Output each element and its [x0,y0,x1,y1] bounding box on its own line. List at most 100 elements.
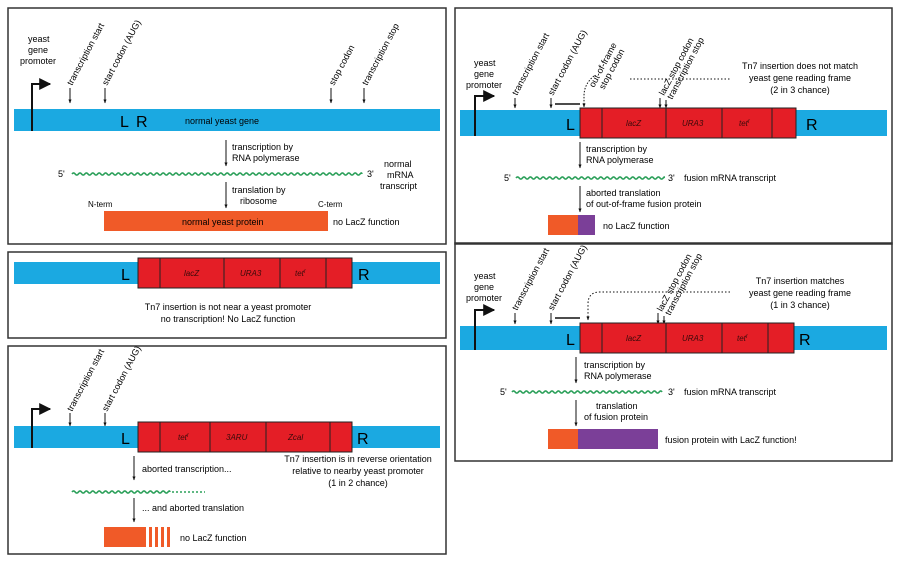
panel-border [7,251,447,339]
mrna-wave [511,390,663,394]
mrna-label-line1: normal [384,159,412,169]
note-line1: Tn7 insertion matches [756,276,845,286]
start-codon-label: start codon (AUG) [546,243,589,312]
lacz-fusion-part [578,429,658,449]
transcription-by-line2: RNA polymerase [586,155,654,165]
transcription-by-line2: RNA polymerase [232,153,300,163]
lacz-label: lacZ [626,334,642,343]
panel-border [7,7,447,245]
translation-line1: translation [596,401,638,411]
note-line2: yeast gene reading frame [749,73,851,83]
note-line2: yeast gene reading frame [749,288,851,298]
transcription-start-label: transcription start [510,31,551,97]
protein-label: normal yeast protein [182,217,264,227]
promoter-label-line3: promoter [20,56,56,66]
r-end-label: R [806,117,818,134]
promoter-label-line3: promoter [466,80,502,90]
promoter-label-line2: gene [474,282,494,292]
tet-segment [721,107,773,139]
r-end-label: R [136,114,148,131]
ura3-label: URA3 [682,119,704,128]
note-line3: (2 in 3 chance) [770,85,830,95]
note-line1: Tn7 insertion does not match [742,61,858,71]
promoter-label-line2: gene [28,45,48,55]
panel-out-of-frame: yeast gene promoter transcription start … [454,7,893,245]
translation-line1: aborted translation [586,188,661,198]
panel-border [454,7,893,245]
translation-by-line2: ribosome [240,196,277,206]
stop-codon-label: stop codon [327,43,357,87]
tet-segment [279,257,327,289]
transcription-by-line1: transcription by [232,142,294,152]
promoter-arrow [31,403,52,448]
transcription-stop-label: transcription stop [360,22,401,87]
transcription-by-line1: transcription by [586,144,648,154]
out-of-frame-leader [582,75,595,108]
l-end-label: L [566,117,575,134]
truncated-protein-fragments [149,527,170,547]
panel-in-frame: yeast gene promoter transcription start … [454,242,893,462]
three-prime-label: 3' [668,387,675,397]
r-end-label: R [358,267,370,284]
panel-reverse-orientation: transcription start start codon (AUG) L … [7,344,447,555]
yeast-protein-part [548,429,578,449]
caption-line1: Tn7 insertion is in reverse orientation [284,454,432,464]
caption-line2: no transcription! No LacZ function [161,314,296,324]
three-prime-label: 3' [367,169,374,179]
result-label: no LacZ function [603,221,670,231]
start-codon-label: start codon (AUG) [546,28,589,97]
c-term-label: C-term [318,200,343,209]
five-prime-label: 5' [500,387,507,397]
mrna-wave [515,176,666,180]
l-end-label: L [120,114,129,131]
r-end-label: R [799,332,811,349]
normal-protein-bar [104,211,328,231]
tn7-right-end [329,421,353,453]
tet-label: tetr [739,119,751,128]
ura3-label: URA3 [682,334,704,343]
tet-segment [721,322,769,354]
lacz-label-reversed: Zcal [287,433,303,442]
translation-line2: of out-of-frame fusion protein [586,199,702,209]
three-prime-label: 3' [668,173,675,183]
promoter-label-line2: gene [474,69,494,79]
tn7-left-end [137,257,161,289]
promoter-label-line1: yeast [474,271,496,281]
transcription-by-line1: transcription by [584,360,646,370]
transcription-start-label: transcription start [65,21,106,87]
transcription-start-label: transcription start [510,246,551,312]
translation-by-line1: translation by [232,185,286,195]
truncated-protein-bar [104,527,146,547]
transcription-start-label: transcription start [65,347,106,413]
ura3-segment-reversed [209,421,267,453]
tet-label-reversed: tetr [178,433,190,442]
mrna-label-line2: mRNA [387,170,414,180]
r-end-label: R [357,431,369,448]
aborted-transcription-label: aborted transcription... [142,464,232,474]
ura3-segment [665,107,723,139]
five-prime-label: 5' [504,173,511,183]
lacz-label: lacZ [626,119,642,128]
gene-bar [14,109,440,131]
promoter-label-line1: yeast [474,58,496,68]
promoter-label-line3: promoter [466,293,502,303]
tet-label: tetr [295,269,307,278]
out-of-frame-peptide [578,215,595,235]
promoter-arrow [474,304,496,350]
tn7-right-end [771,107,797,139]
ura3-label: URA3 [240,269,262,278]
l-end-label: L [566,332,575,349]
panel-border [454,242,893,462]
lacz-segment [601,107,667,139]
mrna-label-line3: transcript [380,181,418,191]
mrna-wave [71,172,363,176]
tn7-right-end [325,257,353,289]
start-codon-label: start codon (AUG) [100,18,143,87]
caption-line2: relative to nearby yeast promoter [292,466,424,476]
tn7-right-end [767,322,795,354]
caption-line1: Tn7 insertion is not near a yeast promot… [145,302,312,312]
panel-no-promoter: L lacZ URA3 tetr R Tn7 insertion is not … [7,251,447,339]
mrna-label: fusion mRNA transcript [684,173,777,183]
mrna-label: fusion mRNA transcript [684,387,777,397]
